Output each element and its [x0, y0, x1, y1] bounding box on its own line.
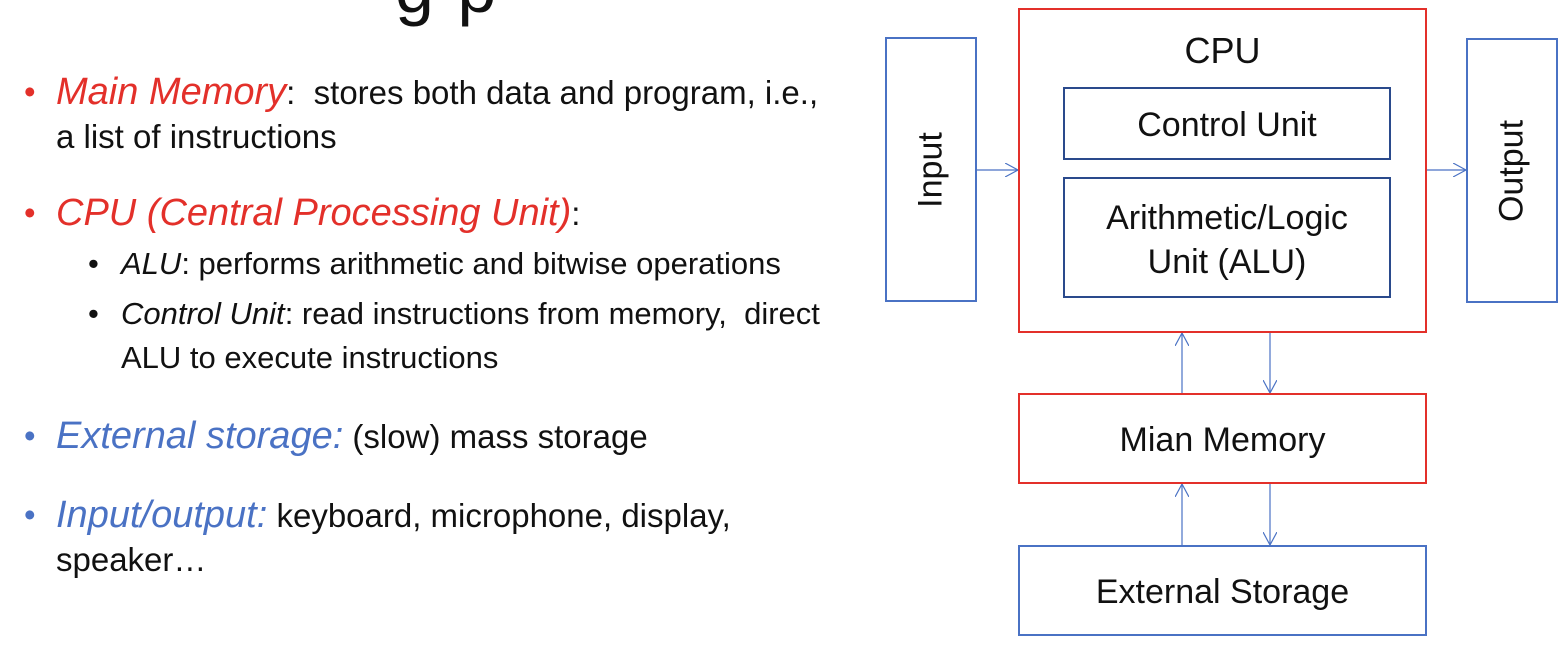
bullet-term: External storage:: [56, 415, 344, 457]
alu-label-line2: Unit (ALU): [1147, 243, 1307, 281]
sub-bullet-text: : read instructions from memory, direct …: [121, 296, 827, 375]
sub-bullet-alu: • ALU: performs arithmetic and bitwise o…: [22, 242, 842, 286]
bullet-term: Input/output:: [56, 494, 268, 536]
bullet-text: keyboard, microphone, display, speaker…: [56, 497, 731, 578]
control-unit-box: Control Unit: [1063, 87, 1391, 160]
bullet-list: • Main Memory: stores both data and prog…: [22, 70, 842, 582]
input-box: Input: [885, 37, 977, 302]
sub-bullet-text: : performs arithmetic and bitwise operat…: [181, 246, 781, 281]
bullet-dot: •: [24, 73, 36, 110]
bullet-cpu: • CPU (Central Processing Unit):: [22, 191, 842, 236]
bullet-term: Main Memory: [56, 71, 287, 113]
bullet-separator: :: [286, 74, 296, 111]
bullet-dot: •: [24, 417, 36, 454]
bullet-dot: •: [88, 246, 99, 281]
sub-bullet-term: ALU: [121, 246, 182, 281]
alu-label-line1: Arithmetic/Logic: [1106, 199, 1348, 237]
cpu-label: CPU: [1184, 30, 1261, 71]
bullet-main-memory: • Main Memory: stores both data and prog…: [22, 70, 842, 159]
bullet-dot: •: [88, 296, 99, 331]
bullet-input-output: • Input/output: keyboard, microphone, di…: [22, 493, 842, 582]
control-unit-label: Control Unit: [1137, 106, 1317, 144]
external-storage-box: External Storage: [1018, 545, 1427, 636]
sub-bullet-term: Control Unit: [121, 296, 285, 331]
bullet-dot: •: [24, 194, 36, 231]
bullet-text: stores both data and program, i.e., a li…: [56, 74, 828, 155]
bullet-dot: •: [24, 496, 36, 533]
bullet-external-storage: • External storage: (slow) mass storage: [22, 414, 842, 459]
output-box: Output: [1466, 38, 1558, 303]
alu-box: Arithmetic/Logic Unit (ALU): [1063, 177, 1391, 298]
main-memory-box: Mian Memory: [1018, 393, 1427, 484]
external-storage-label: External Storage: [1095, 573, 1350, 611]
bullet-term: CPU (Central Processing Unit): [56, 192, 572, 234]
bullet-separator: :: [571, 195, 581, 232]
output-label: Output: [1492, 119, 1531, 222]
slide-title-fragment: g p: [395, 0, 498, 28]
bullet-text: (slow) mass storage: [343, 418, 648, 455]
sub-bullet-control-unit: • Control Unit: read instructions from m…: [22, 292, 842, 380]
main-memory-label: Mian Memory: [1119, 421, 1326, 459]
input-label: Input: [911, 131, 950, 208]
